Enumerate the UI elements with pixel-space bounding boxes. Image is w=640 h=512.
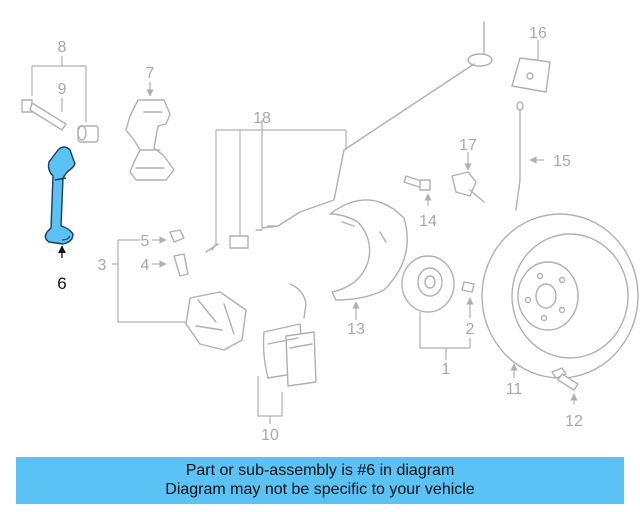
banner-line-2: Diagram may not be specific to your vehi… xyxy=(165,481,475,498)
callout-12: 12 xyxy=(565,413,583,430)
info-banner: Part or sub-assembly is #6 in diagram Di… xyxy=(16,457,624,504)
abs-sensor-wire xyxy=(205,21,493,253)
callout-16: 16 xyxy=(529,25,547,42)
callout-2: 2 xyxy=(466,321,475,338)
callout-3: 3 xyxy=(98,257,107,274)
parts-diagram: 8 9 6 7 18 16 15 xyxy=(21,21,639,444)
brake-pads xyxy=(257,283,317,424)
callout-1: 1 xyxy=(442,361,451,378)
speed-sensor xyxy=(451,152,485,203)
callout-10: 10 xyxy=(261,427,279,444)
callout-15: 15 xyxy=(553,153,571,170)
sensor-bracket xyxy=(511,40,551,93)
splash-shield xyxy=(329,199,408,320)
callout-5: 5 xyxy=(141,233,150,250)
bolt-14 xyxy=(403,175,432,206)
callout-7: 7 xyxy=(146,65,155,82)
rotor-screw xyxy=(551,367,579,404)
guide-pin-assembly xyxy=(21,56,99,143)
wheel-hub xyxy=(401,255,475,360)
callout-14: 14 xyxy=(419,213,437,230)
callout-8: 8 xyxy=(58,39,67,56)
callout-9: 9 xyxy=(58,81,67,98)
callout-6: 6 xyxy=(57,274,66,293)
callout-4: 4 xyxy=(141,257,150,274)
callout-13: 13 xyxy=(347,321,365,338)
banner-line-1: Part or sub-assembly is #6 in diagram xyxy=(185,462,455,479)
brake-rotor xyxy=(481,213,639,379)
caliper-carrier xyxy=(125,82,175,181)
part-6-highlighted xyxy=(44,146,76,258)
wear-sensor-cable xyxy=(515,101,544,211)
callout-18: 18 xyxy=(253,110,271,127)
callout-11: 11 xyxy=(506,381,523,398)
callout-17: 17 xyxy=(459,137,477,154)
brake-caliper xyxy=(112,229,247,351)
